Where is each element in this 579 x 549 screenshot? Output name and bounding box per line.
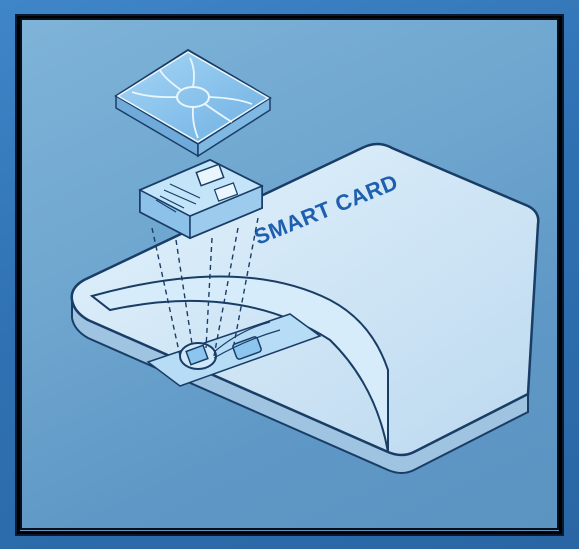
chip-contact-pad-icon	[116, 50, 270, 156]
